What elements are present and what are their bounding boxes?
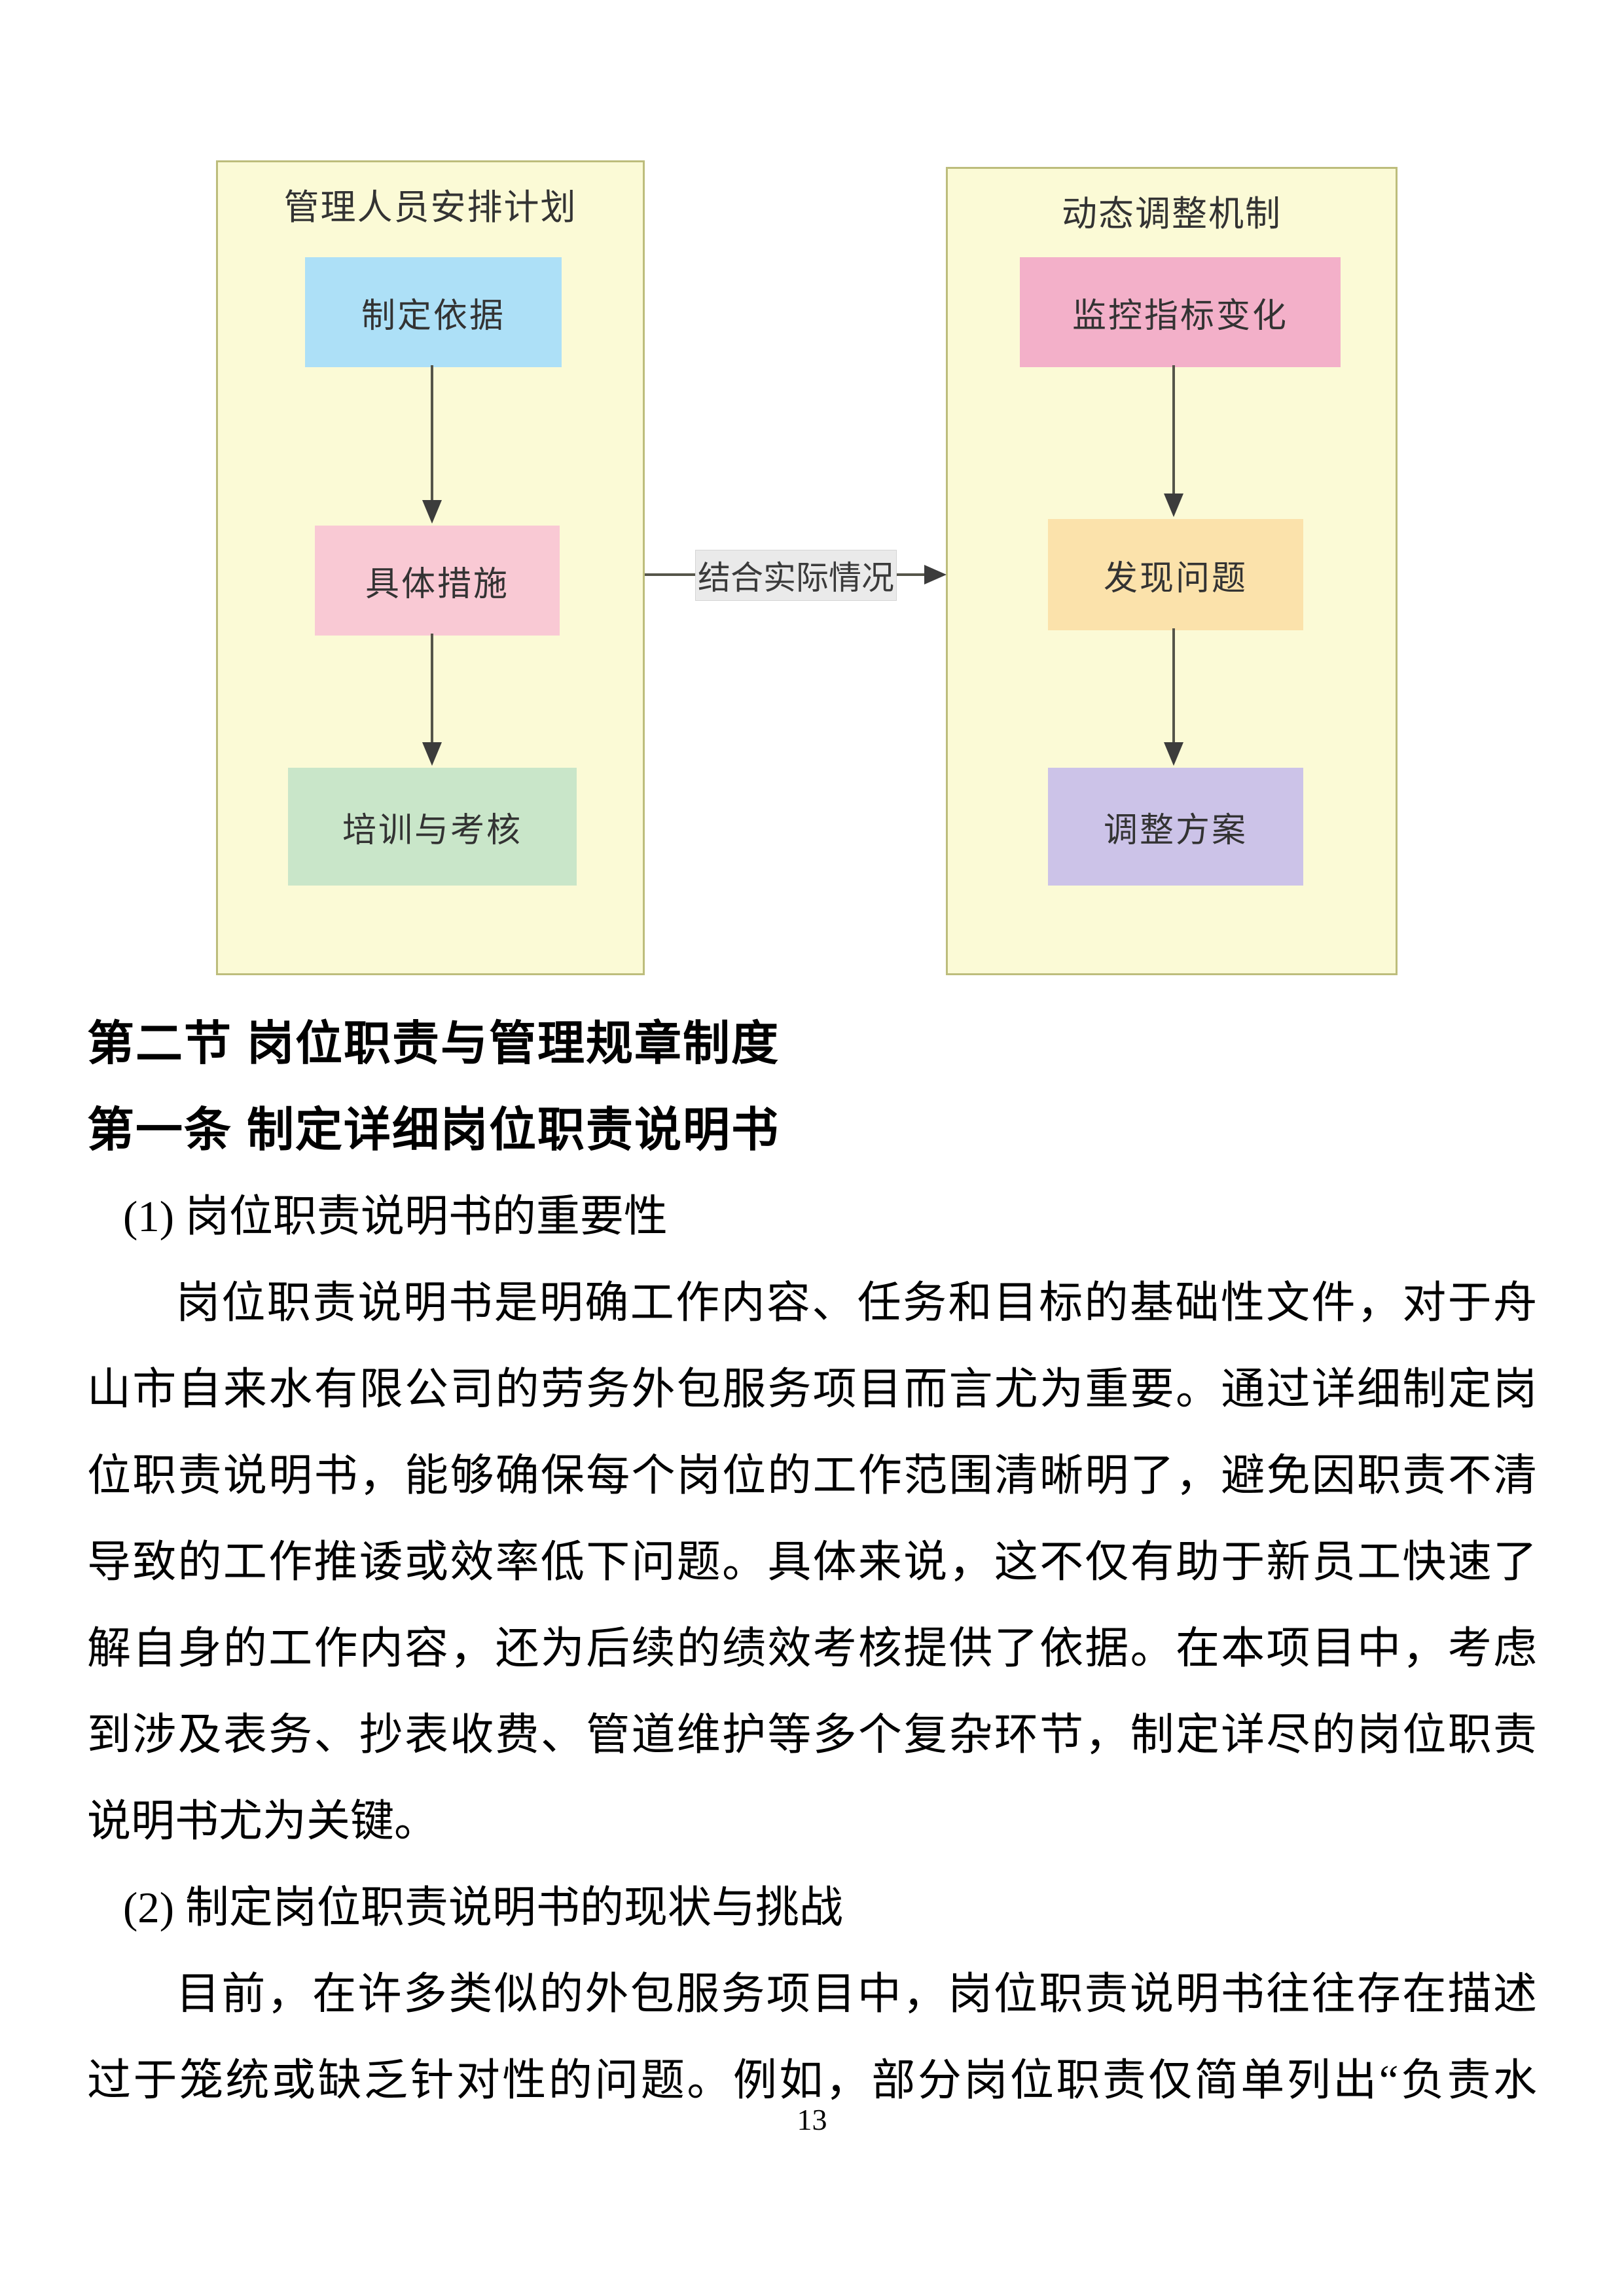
article-heading: 第一条 制定详细岗位职责说明书 xyxy=(87,1104,780,1157)
arrow-down-icon xyxy=(1164,493,1183,517)
list-item-2: (2) 制定岗位职责说明书的现状与挑战 xyxy=(123,1884,843,1932)
paragraph-line: 目前，在许多类似的外包服务项目中，岗位职责说明书往往存在描述 xyxy=(176,1970,1537,2018)
arrow-line xyxy=(1172,365,1175,495)
paragraph-line: 导致的工作推诿或效率低下问题。具体来说，这不仅有助于新员工快速了 xyxy=(87,1538,1537,1587)
document-body: 第二节 岗位职责与管理规章制度 第一条 制定详细岗位职责说明书 (1) 岗位职责… xyxy=(87,1001,1537,2124)
paragraph-line: 到涉及表务、抄表收费、管道维护等多个复杂环节，制定详尽的岗位职责 xyxy=(87,1711,1537,1759)
node-identify-problems: 发现问题 xyxy=(1048,519,1303,630)
node-adjustment-plan: 调整方案 xyxy=(1048,768,1303,886)
node-training-assessment: 培训与考核 xyxy=(288,768,577,886)
section-heading: 第二节 岗位职责与管理规章制度 xyxy=(87,1018,780,1070)
panel-title: 动态调整机制 xyxy=(1062,194,1282,234)
list-item-1: (1) 岗位职责说明书的重要性 xyxy=(123,1193,668,1241)
paragraph-line: 岗位职责说明书是明确工作内容、任务和目标的基础性文件，对于舟 xyxy=(176,1279,1537,1327)
page-number: 13 xyxy=(797,2103,827,2136)
flowchart-panel-management-plan: 管理人员安排计划 制定依据 具体措施 培训与考核 xyxy=(216,160,645,975)
flowchart-panel-dynamic-adjustment: 动态调整机制 监控指标变化 发现问题 调整方案 xyxy=(946,167,1398,975)
arrow-line xyxy=(431,634,433,744)
node-monitor-indicators: 监控指标变化 xyxy=(1020,257,1341,367)
node-establish-basis: 制定依据 xyxy=(305,257,562,367)
paragraph-line: 山市自来水有限公司的劳务外包服务项目而言尤为重要。通过详细制定岗 xyxy=(87,1365,1537,1414)
paragraph-line: 解自身的工作内容，还为后续的绩效考核提供了依据。在本项目中，考虑 xyxy=(87,1624,1537,1673)
arrow-down-icon xyxy=(1164,742,1183,766)
arrow-down-icon xyxy=(422,742,442,766)
paragraph-line: 说明书尤为关键。 xyxy=(87,1797,438,1846)
node-specific-measures: 具体措施 xyxy=(315,526,560,636)
arrow-line xyxy=(1172,628,1175,744)
panel-title: 管理人员安排计划 xyxy=(283,188,577,227)
connector-label: 结合实际情况 xyxy=(695,550,897,601)
arrow-line xyxy=(431,365,433,501)
paragraph-line: 位职责说明书，能够确保每个岗位的工作范围清晰明了，避免因职责不清 xyxy=(87,1452,1537,1500)
arrow-down-icon xyxy=(422,500,442,524)
paragraph-line: 过于笼统或缺乏针对性的问题。例如，部分岗位职责仅简单列出“负责水 xyxy=(87,2056,1537,2105)
arrow-right-icon xyxy=(924,565,947,584)
